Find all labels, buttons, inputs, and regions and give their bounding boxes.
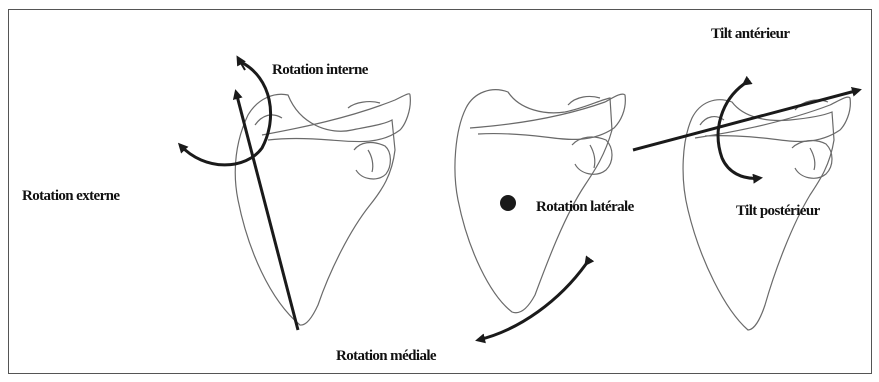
label-rotation-laterale: Rotation latérale [536, 200, 634, 215]
scapula-left [235, 94, 410, 325]
axis-line-right [633, 90, 859, 150]
label-rotation-mediale: Rotation médiale [336, 349, 436, 364]
rotation-curve-left [180, 62, 271, 165]
tilt-curve-right [718, 84, 760, 178]
axis-line-left [236, 92, 298, 330]
label-tilt-anterieur: Tilt antérieur [711, 27, 789, 42]
label-rotation-interne: Rotation interne [272, 63, 368, 78]
motion-arrows [180, 58, 859, 340]
label-tilt-posterieur: Tilt postérieur [736, 204, 820, 219]
rotation-curve-middle [478, 264, 586, 340]
rotation-center-dot [500, 195, 516, 211]
label-rotation-externe: Rotation externe [22, 189, 119, 204]
